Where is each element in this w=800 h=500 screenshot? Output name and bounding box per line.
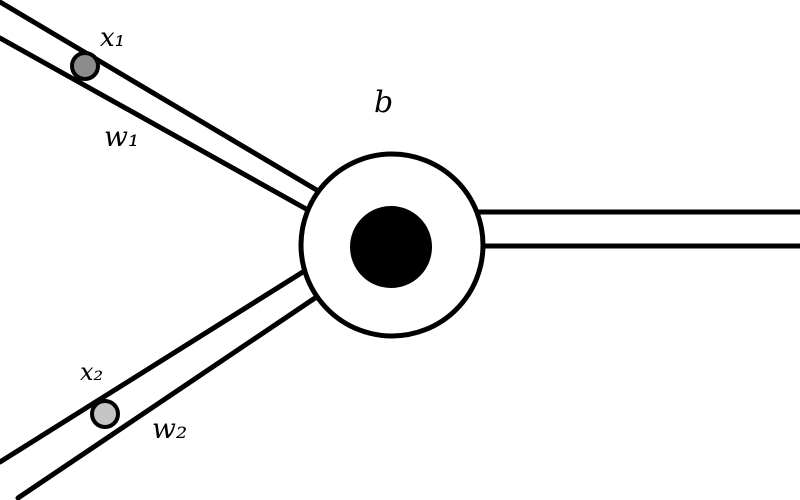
input-branch-2 <box>0 267 321 500</box>
label-w2: w₂ <box>152 412 187 445</box>
input-branch-1-lower-edge <box>0 35 311 213</box>
output-branch <box>478 209 800 249</box>
input-branch-1 <box>0 0 323 213</box>
label-x2: x₂ <box>80 358 103 386</box>
input-branch-2-lower-edge <box>15 293 321 500</box>
label-x1: x₁ <box>100 23 125 53</box>
input-signal-2 <box>90 399 120 429</box>
input-branch-2-upper-edge <box>0 267 309 465</box>
input-branch-1-upper-edge <box>0 0 323 195</box>
label-w1: w₁ <box>104 120 139 153</box>
neuron-nucleus <box>350 206 432 288</box>
input-signal-1 <box>70 51 100 81</box>
label-bias: b <box>374 85 393 120</box>
